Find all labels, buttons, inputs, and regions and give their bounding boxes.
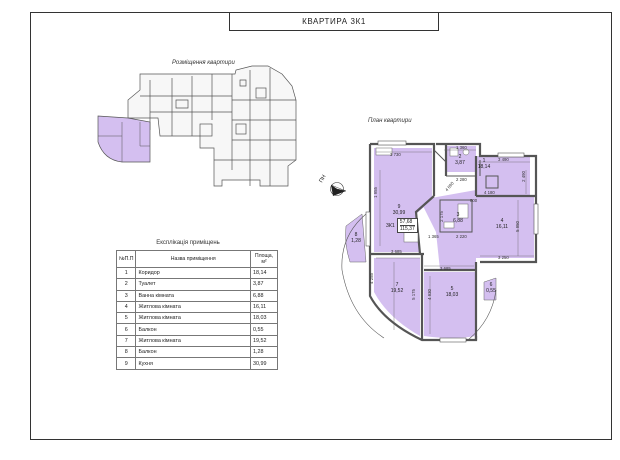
dim-text: 2 175 <box>438 211 444 222</box>
dim-text: 4 930 <box>426 289 432 300</box>
dim-text: 3 490 <box>498 157 509 162</box>
room-fill-corr <box>476 156 530 196</box>
dim-text: 1 365 <box>428 234 439 239</box>
dim-text: 3 250 <box>498 255 509 260</box>
room-fill-7 <box>374 258 420 336</box>
dim-text: 2 490 <box>520 171 526 182</box>
location-caption: Розміщення квартири <box>172 60 235 66</box>
balcony-8 <box>345 213 367 263</box>
location-plan <box>127 65 297 187</box>
table-header-row: №П.П Назва приміщення Площа, м² <box>115 250 278 268</box>
header-name: Назва приміщення <box>135 250 251 268</box>
dim-text: 1 360 <box>456 145 467 150</box>
room-fill-4 <box>476 196 534 258</box>
dim-text: 800 <box>470 198 478 203</box>
drawing-sheet: КВАРТИРА 3К1 <box>30 12 612 440</box>
apartment-code-badge: 3К1 57,68 115,37 <box>386 218 418 233</box>
dim-text: 4 255 <box>368 273 374 284</box>
balcony-6 <box>483 277 497 301</box>
header-area: Площа, м² <box>250 250 278 268</box>
dim-text: 5 175 <box>410 289 416 300</box>
dim-text: 4 180 <box>484 190 495 195</box>
plan-caption: План квартири <box>368 118 412 124</box>
sheet-title: КВАРТИРА 3К1 <box>229 13 439 31</box>
dim-text: 5 950 <box>514 221 520 232</box>
dim-text: 3 685 <box>391 249 402 254</box>
room-fill-5 <box>424 272 476 338</box>
dim-text: 3 685 <box>440 266 451 271</box>
room-fill-9 <box>374 148 432 252</box>
dim-text: 1 955 <box>372 187 378 198</box>
dimension-lines <box>376 149 534 334</box>
dim-text: 3 730 <box>390 152 401 157</box>
header-num: №П.П <box>115 250 137 268</box>
table-title: Експлікація приміщень <box>156 240 220 246</box>
apartment-plan <box>341 140 539 343</box>
location-highlight <box>97 115 151 163</box>
dim-text: 2 280 <box>456 177 467 182</box>
dim-text: 2 220 <box>456 234 467 239</box>
north-arrow <box>330 182 347 196</box>
